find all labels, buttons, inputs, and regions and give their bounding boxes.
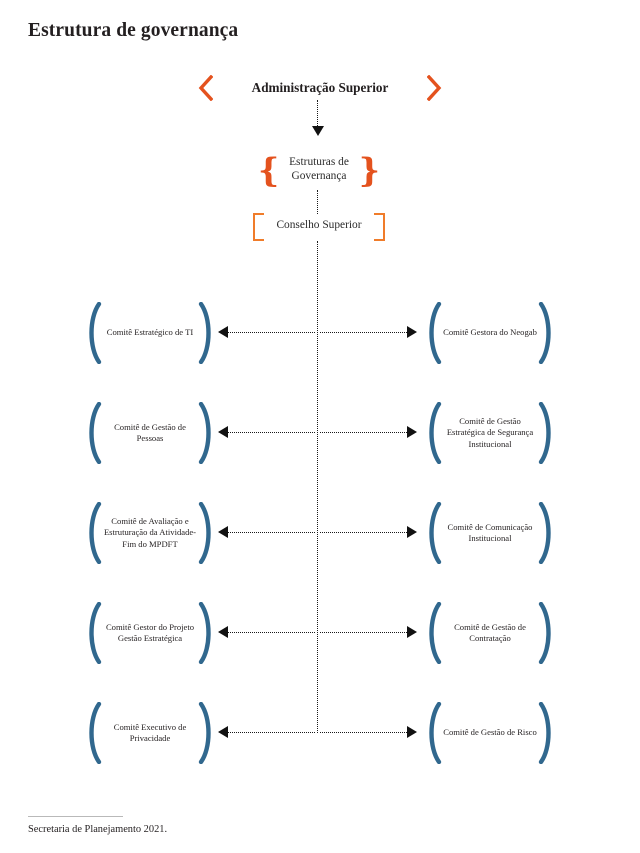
parenthesis-right-icon [197,602,215,664]
parenthesis-left-icon [85,502,103,564]
committee-node-right[interactable]: Comitê de Gestão Estratégica de Seguranç… [425,393,555,473]
node-estruturas-de-governanca[interactable]: { Estruturas de Governança } [252,151,386,189]
arrow-left-icon [218,426,228,438]
footer-source: Secretaria de Planejamento 2021. [28,824,168,835]
node-label: Estruturas de Governança [289,156,349,184]
committee-label: Comitê de Gestão de Risco [443,727,537,738]
dotted-vertical-line-top [317,100,318,128]
committee-label: Comitê de Gestão de Pessoas [114,421,186,443]
committee-node-left[interactable]: Comitê Estratégico de TI [85,293,215,373]
dotted-connector-right [320,532,407,533]
dotted-connector-right [320,432,407,433]
dotted-connector-left [228,732,315,733]
footer-divider [28,816,123,817]
parenthesis-right-icon [197,502,215,564]
dotted-connector-left [228,332,315,333]
committee-node-right[interactable]: Comitê de Gestão de Risco [425,693,555,773]
square-bracket-left-icon [253,213,264,241]
committee-node-left[interactable]: Comitê Executivo de Privacidade [85,693,215,773]
committee-row: Comitê Gestor do Projeto Gestão Estratég… [0,593,640,673]
dotted-connector-left [228,632,315,633]
node-label-line-2: Governança [291,170,347,182]
parenthesis-right-icon [197,402,215,464]
arrow-left-icon [218,626,228,638]
committee-label: Comitê de Gestão Estratégica de Seguranç… [446,416,534,449]
dotted-connector-right [320,632,407,633]
committee-node-right[interactable]: Comitê de Gestão de Contratação [425,593,555,673]
arrow-left-icon [218,526,228,538]
committee-row: Comitê de Gestão de Pessoas Comitê de Ges… [0,393,640,473]
parenthesis-left-icon [85,302,103,364]
arrow-right-icon [407,526,417,538]
arrow-left-icon [218,326,228,338]
node-conselho-superior[interactable]: Conselho Superior [253,211,385,241]
committee-node-left[interactable]: Comitê Gestor do Projeto Gestão Estratég… [85,593,215,673]
committee-label: Comitê de Gestão de Contratação [454,621,526,643]
dotted-connector-right [320,332,407,333]
parenthesis-left-icon [425,402,443,464]
committee-label: Comitê Gestora do Neogab [443,327,537,338]
parenthesis-right-icon [537,502,555,564]
arrow-right-icon [407,626,417,638]
committee-node-left[interactable]: Comitê de Gestão de Pessoas [85,393,215,473]
parenthesis-left-icon [425,702,443,764]
square-bracket-right-icon [374,213,385,241]
page-title: Estrutura de governança [28,20,239,41]
parenthesis-left-icon [85,402,103,464]
dotted-connector-left [228,432,315,433]
parenthesis-left-icon [425,302,443,364]
committee-label: Comitê Gestor do Projeto Gestão Estratég… [105,621,195,643]
dotted-connector-right [320,732,407,733]
node-label: Conselho Superior [276,219,362,231]
parenthesis-right-icon [197,702,215,764]
committee-label: Comitê de Avaliação e Estruturação da At… [103,516,197,549]
parenthesis-left-icon [85,702,103,764]
parenthesis-left-icon [425,602,443,664]
arrow-down-icon [312,126,324,136]
parenthesis-left-icon [85,602,103,664]
parenthesis-right-icon [537,602,555,664]
committee-row: Comitê Estratégico de TI Comitê Gestora d… [0,293,640,373]
curly-brace-left-icon: { [258,150,280,190]
committee-label: Comitê de Comunicação Institucional [447,521,533,543]
parenthesis-right-icon [537,302,555,364]
arrow-right-icon [407,426,417,438]
dotted-vertical-line-main [317,241,318,733]
parenthesis-right-icon [537,402,555,464]
arrow-right-icon [407,726,417,738]
node-label: Administração Superior [251,80,389,95]
committee-node-left[interactable]: Comitê de Avaliação e Estruturação da At… [85,493,215,573]
committee-node-right[interactable]: Comitê Gestora do Neogab [425,293,555,373]
node-administracao-superior[interactable]: Administração Superior [196,70,444,106]
committee-label: Comitê Estratégico de TI [106,327,194,338]
parenthesis-left-icon [425,502,443,564]
arrow-left-icon [218,726,228,738]
dotted-vertical-line-middle [317,190,318,214]
node-label-line-1: Estruturas de [289,156,349,169]
parenthesis-right-icon [197,302,215,364]
committee-label: Comitê Executivo de Privacidade [113,721,187,743]
parenthesis-right-icon [537,702,555,764]
arrow-right-icon [407,326,417,338]
curly-brace-right-icon: } [358,150,380,190]
dotted-connector-left [228,532,315,533]
chevron-right-icon [427,75,442,101]
committee-node-right[interactable]: Comitê de Comunicação Institucional [425,493,555,573]
chevron-left-icon [198,75,213,101]
committee-row: Comitê de Avaliação e Estruturação da At… [0,493,640,573]
committee-row: Comitê Executivo de Privacidade Comitê de… [0,693,640,773]
